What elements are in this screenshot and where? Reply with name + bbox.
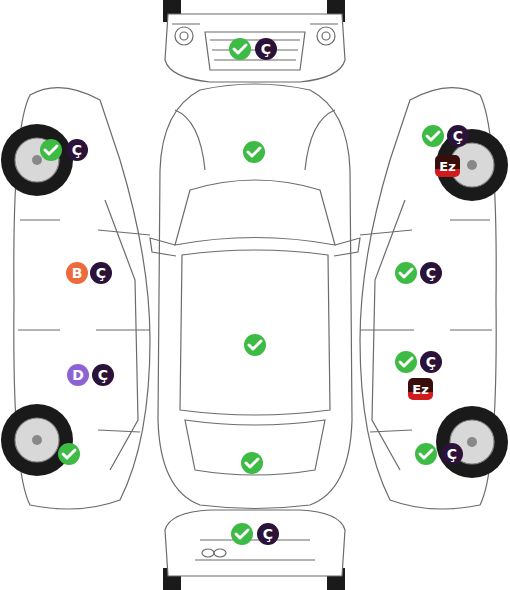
damage-badge: D: [67, 364, 89, 386]
damage-badge: Ç: [420, 262, 442, 284]
badge-letter: Ez: [412, 383, 428, 396]
damage-badge: Ç: [255, 38, 277, 60]
damage-badge: Ç: [257, 523, 279, 545]
badge-letter: D: [72, 368, 84, 382]
badge-letter: Ç: [447, 447, 457, 461]
damage-badge: B: [66, 262, 88, 284]
damage-badge: Ç: [420, 351, 442, 373]
badge-letter: Ç: [263, 527, 273, 541]
badge-letter: Ç: [426, 355, 436, 369]
damage-badge: Ez: [408, 378, 433, 400]
damage-badge: Ç: [90, 262, 112, 284]
damage-badge: Ç: [447, 125, 469, 147]
damage-badge: Ç: [441, 443, 463, 465]
badge-letter: B: [72, 266, 83, 280]
badge-letter: Ç: [426, 266, 436, 280]
damage-badge: Ez: [435, 155, 460, 177]
check-marks: [40, 38, 444, 545]
badge-letter: Ç: [261, 42, 271, 56]
badge-letter: Ç: [72, 143, 82, 157]
damage-badge: Ç: [66, 139, 88, 161]
badge-letter: Ez: [439, 160, 455, 173]
badge-letter: Ç: [453, 129, 463, 143]
badge-letter: Ç: [98, 368, 108, 382]
damage-badge: Ç: [92, 364, 114, 386]
badge-letter: Ç: [96, 266, 106, 280]
